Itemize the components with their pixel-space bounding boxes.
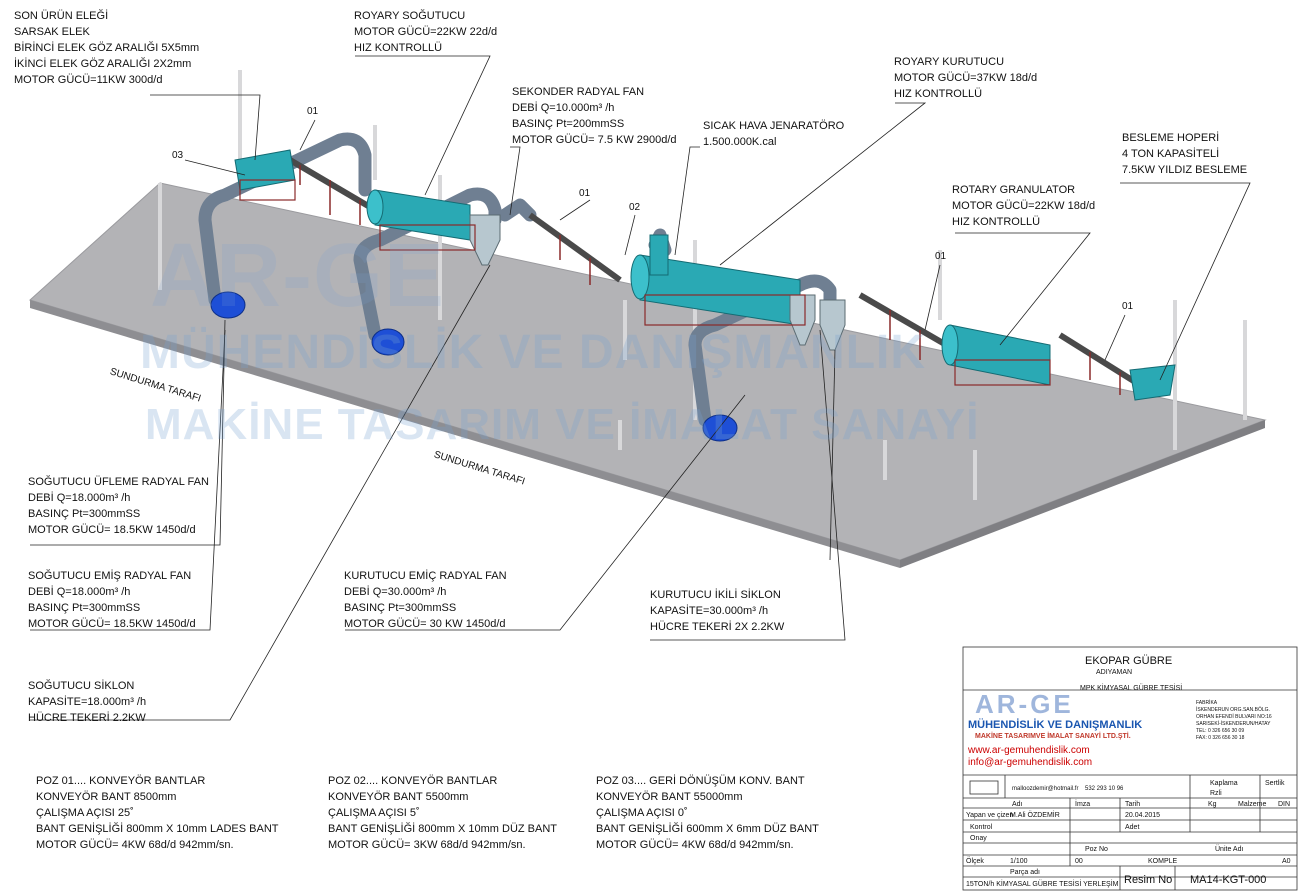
tb-tarih: Tarih	[1125, 801, 1141, 808]
tb-kontrol: Kontrol	[970, 824, 993, 831]
cyclones	[469, 214, 846, 351]
leader-lines	[30, 55, 1251, 721]
conveyor-frames	[299, 165, 1121, 395]
floor-edge	[30, 300, 900, 568]
hot-air-generator	[649, 234, 669, 276]
tb-adi: Adı	[1012, 801, 1023, 808]
radial-fans	[210, 291, 738, 442]
position-tag: 02	[629, 202, 641, 213]
tb-resim-no: Resim No	[1124, 874, 1173, 886]
position-tag: 01	[1122, 301, 1134, 312]
conveyor-belts	[288, 157, 1142, 388]
cooler-cyclone	[469, 214, 501, 266]
tb-company1: MÜHENDİSLİK VE DANIŞMANLIK	[968, 719, 1143, 731]
tb-olcek: Ölçek	[966, 858, 984, 865]
tb-company-logo: AR-GE	[975, 689, 1074, 719]
tb-contact-mail: malloozdemir@hotmail.fr	[1012, 786, 1079, 792]
watermark-logo: AR-GE	[150, 226, 445, 326]
position-tag: 01	[579, 188, 591, 199]
position-tag: 01	[307, 106, 319, 117]
position-tag: 01	[935, 251, 947, 262]
tb-resim-val: MA14-KGT-000	[1190, 874, 1267, 886]
tb-a0: A0	[1282, 858, 1291, 865]
tb-yapan: Yapan ve çizen	[966, 812, 1014, 819]
tb-yapan-date: 20.04.2015	[1125, 812, 1161, 819]
fan-icon	[371, 328, 405, 356]
title-block-frame	[962, 646, 1298, 891]
tb-imza: İmza	[1075, 801, 1091, 808]
tb-project: EKOPAR GÜBRE	[1085, 655, 1173, 667]
tb-yapan-name: M.Ali ÖZDEMİR	[1010, 812, 1060, 819]
position-tag: 03	[172, 150, 184, 161]
tb-unite-adi: Ünite Adı	[1215, 846, 1244, 853]
tb-adet: Adet	[1125, 824, 1140, 831]
dryer-cyclone	[789, 294, 816, 346]
fan-icon	[702, 414, 738, 442]
tb-parca-val: 15TON/h KİMYASAL GÜBRE TESİSİ YERLEŞİM	[966, 881, 1119, 888]
tb-company2: MAKİNE TASARIMVE İMALAT SANAYİ LTD.ŞTİ.	[975, 733, 1131, 740]
tb-olcek-val: 1/100	[1010, 858, 1028, 865]
machine-frames	[239, 179, 1051, 386]
watermark-line2: MAKİNE TASARIM VE İMALAT SANAYİ	[145, 400, 980, 449]
floor-edge-right	[900, 420, 1265, 568]
tb-onay: Onay	[970, 835, 987, 842]
tb-rzli: Rzli	[1210, 790, 1222, 797]
tb-parca-adi: Parça adı	[1010, 869, 1040, 876]
tb-sertlik: Sertlik	[1265, 780, 1285, 787]
tb-malzeme: Malzeme	[1238, 801, 1267, 808]
tb-kaplama: Kaplama	[1210, 780, 1238, 787]
tb-web[interactable]: www.ar-gemuhendislik.com	[968, 745, 1090, 756]
screen-machine	[234, 149, 296, 191]
fan-icon	[210, 291, 246, 319]
tb-din: DIN	[1278, 801, 1291, 808]
tb-olcek-poz: 00	[1075, 858, 1083, 865]
tb-mail[interactable]: info@ar-gemuhendislik.com	[968, 757, 1093, 768]
tb-subtitle: MPK KİMYASAL GÜBRE TESİSİ	[1080, 685, 1183, 692]
watermark-line1: MÜHENDİSLİK VE DANIŞMANLIK	[140, 326, 927, 379]
feed-hopper	[1129, 364, 1176, 401]
tb-poz-no: Poz No	[1085, 846, 1108, 853]
tb-kg: Kg	[1208, 801, 1217, 808]
tb-komple: KOMPLE	[1148, 858, 1178, 865]
tb-city: ADIYAMAN	[1096, 669, 1133, 676]
tb-phone: 532 293 10 96	[1085, 786, 1124, 792]
